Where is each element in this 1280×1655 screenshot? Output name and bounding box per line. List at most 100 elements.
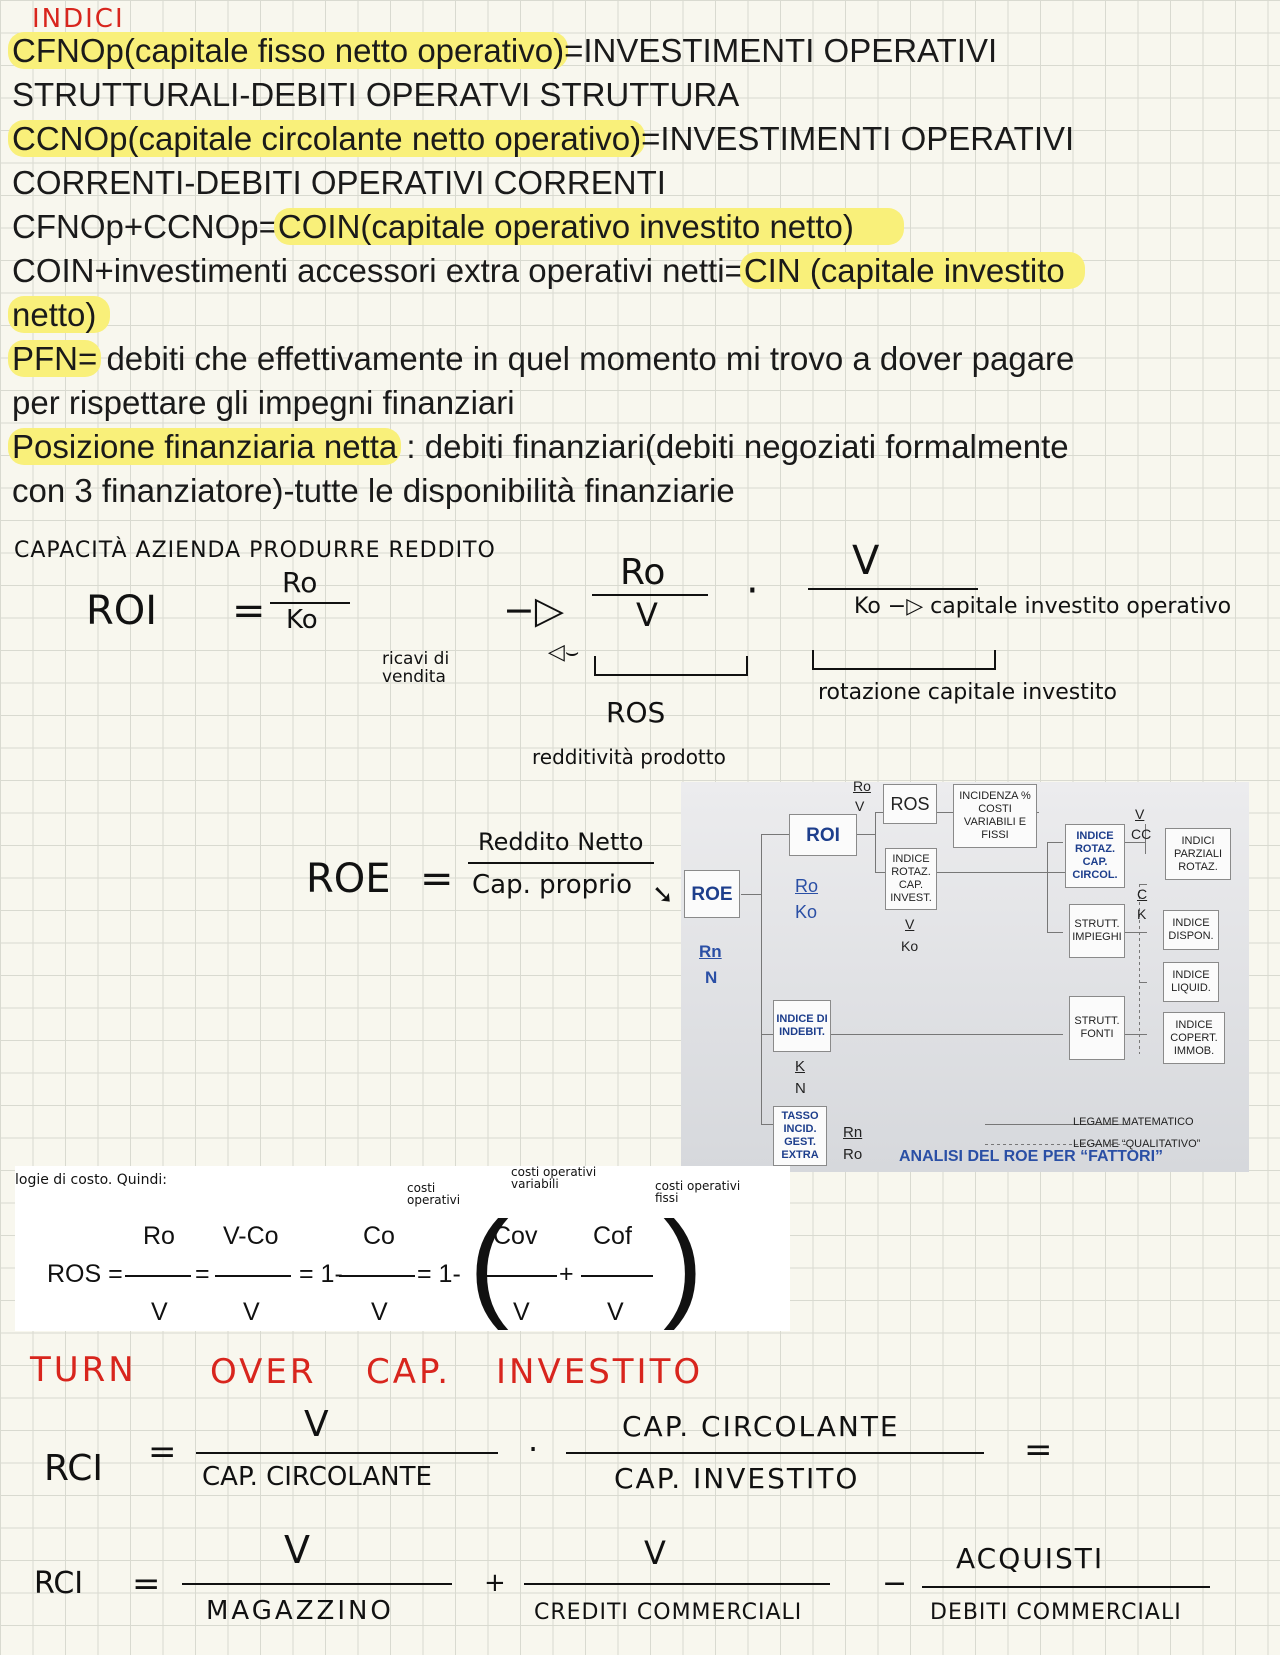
roi-equals: =	[232, 588, 266, 634]
cof-numerator: Cof	[593, 1222, 632, 1250]
note-costi-operativi: costi operativi	[407, 1181, 461, 1207]
multiply-dot: ·	[528, 1430, 539, 1468]
fraction-line	[196, 1452, 498, 1454]
definition-ccnop: CCNOp(capitale circolante netto operativ…	[8, 117, 1075, 161]
ricavi-note: ricavi di vendita	[382, 649, 450, 687]
indice-rotaz-circ-box: INDICE ROTAZ. CAP. CIRCOL.	[1065, 824, 1125, 888]
equals: =	[195, 1260, 210, 1288]
roe-equals: =	[420, 856, 454, 902]
definition-cfnop: CFNOp(capitale fisso netto operativo)=IN…	[8, 29, 998, 73]
v-ko-v: V	[905, 916, 915, 932]
indice-indebit-box: INDICE DI INDEBIT.	[773, 1000, 831, 1052]
turnover-heading-d: INVESTITO	[496, 1352, 704, 1392]
fraction-line	[485, 1275, 557, 1277]
g2-numerator: V	[644, 1534, 666, 1572]
redditivita-note: redditività prodotto	[532, 745, 726, 769]
turnover-heading-c: CAP.	[366, 1352, 452, 1392]
fraction-line	[468, 862, 654, 864]
roi-label: ROI	[86, 588, 158, 634]
v-ko-ko: Ko	[901, 938, 919, 954]
roi-box: ROI	[789, 814, 857, 856]
strutt-fonti-box: STRUTT. FONTI	[1069, 996, 1125, 1060]
fraction-line	[566, 1452, 984, 1454]
multiply-dot: ·	[746, 568, 759, 614]
definition-text: =INVESTIMENTI OPERATIVI	[641, 120, 1075, 157]
roe-numerator: Reddito Netto	[478, 828, 644, 856]
v-denominator: V	[371, 1298, 388, 1326]
rci-equals: =	[148, 1432, 177, 1472]
v-denominator: V	[243, 1298, 260, 1326]
ros-caption: logie di costo. Quindi:	[15, 1172, 167, 1188]
highlight: CFNOp(capitale fisso netto operativo)	[8, 32, 569, 69]
turnover-heading-b: OVER	[210, 1352, 317, 1392]
page-title: INDICI	[32, 4, 125, 34]
ros-label: ROS =	[47, 1260, 123, 1288]
highlight: Posizione finanziaria netta	[8, 428, 402, 465]
equals-end: =	[1024, 1430, 1053, 1470]
plus: +	[559, 1260, 574, 1288]
definition-line: STRUTTURALI-DEBITI OPERATVI STRUTTURA	[12, 73, 739, 117]
fraction-line	[339, 1275, 415, 1277]
plus: +	[484, 1568, 506, 1598]
diagram-caption: ANALISI DEL ROE PER “FATTORI”	[899, 1148, 1164, 1165]
definition-text: STRUTTURALI-DEBITI OPERATVI STRUTTURA	[12, 76, 740, 113]
definition-text: : debiti finanziari(debiti negoziati for…	[397, 428, 1069, 465]
v-denominator: V	[607, 1298, 624, 1326]
definition-text: per rispettare gli impegni finanziari	[12, 384, 515, 421]
fraction-line	[922, 1586, 1210, 1588]
c-label: C	[1137, 886, 1148, 902]
indici-parziali-box: INDICI PARZIALI ROTAZ.	[1165, 828, 1231, 880]
ros-bracket	[594, 656, 748, 676]
definition-text: debiti che effettivamente in quel moment…	[97, 340, 1075, 377]
v-denominator: V	[513, 1298, 530, 1326]
definition-text: COIN+investimenti accessori extra operat…	[12, 252, 744, 289]
rotation-numerator: V	[852, 538, 880, 584]
fraction-line	[524, 1583, 830, 1585]
strutt-impieghi-box: STRUTT. IMPIEGHI	[1069, 904, 1125, 958]
definition-coin: CFNOp+CCNOp=COIN(capitale operativo inve…	[12, 205, 904, 249]
equals: = 1-	[417, 1260, 461, 1288]
highlight: netto)	[8, 296, 111, 333]
definition-posizione-finanziaria: Posizione finanziaria netta : debiti fin…	[8, 425, 1069, 469]
rn-label: Rn	[699, 942, 722, 961]
ko-label: Ko	[795, 902, 818, 922]
g3-denominator: DEBITI COMMERCIALI	[930, 1600, 1182, 1625]
legame-qualitativo: LEGAME “QUALITATIVO”	[1073, 1138, 1201, 1150]
equals: = 1-	[299, 1260, 343, 1288]
definition-text: con 3 finanziatore)-tutte le disponibili…	[12, 472, 735, 509]
note-costi-variabili: costi operativi variabili	[511, 1165, 597, 1191]
v-denominator: V	[151, 1298, 168, 1326]
definition-pfn: PFN= debiti che effettivamente in quel m…	[8, 337, 1075, 381]
definition-text: =INVESTIMENTI OPERATIVI	[564, 32, 998, 69]
cov-numerator: Cov	[493, 1222, 538, 1250]
definition-text: CORRENTI-DEBITI OPERATIVI CORRENTI	[12, 164, 666, 201]
fraction-line	[592, 594, 708, 596]
roi-denominator: Ko	[286, 605, 318, 635]
rci-label: RCI	[44, 1448, 103, 1489]
definition-cin: COIN+investimenti accessori extra operat…	[12, 249, 1085, 293]
fraction-line	[182, 1583, 452, 1585]
v-cc-cc: CC	[1131, 826, 1152, 842]
definition-text: CFNOp+CCNOp=	[12, 208, 278, 245]
f2-numerator: CAP. CIRCOLANTE	[622, 1410, 900, 1443]
g1-denominator: MAGAZZINO	[206, 1596, 394, 1626]
highlight: CCNOp(capitale circolante netto operativ…	[8, 120, 646, 157]
roe-box: ROE	[684, 870, 740, 918]
minus: −	[882, 1566, 908, 1601]
definition-line: per rispettare gli impegni finanziari	[12, 381, 515, 425]
highlight: PFN=	[8, 340, 102, 377]
highlight: COIN(capitale operativo investito netto)	[273, 208, 904, 245]
fraction-line	[581, 1275, 653, 1277]
ros-formula: logie di costo. Quindi: ROS = Ro V = V-C…	[15, 1166, 790, 1331]
turnover-heading-a: TURN	[30, 1350, 137, 1390]
note-costi-fissi: costi operativi fissi	[655, 1179, 741, 1205]
f1-denominator: CAP. CIRCOLANTE	[202, 1462, 432, 1492]
rn-small: Rn	[843, 1124, 863, 1141]
arrow-icon: ◁⌣	[548, 640, 580, 665]
legame-matematico: LEGAME MATEMATICO	[1073, 1116, 1194, 1128]
indice-liquid-box: INDICE LIQUID.	[1163, 962, 1219, 1002]
ros-box: ROS	[883, 784, 937, 824]
f1-numerator: V	[304, 1404, 329, 1445]
ro-last: Ro	[843, 1146, 863, 1163]
g3-numerator: ACQUISTI	[956, 1542, 1105, 1575]
